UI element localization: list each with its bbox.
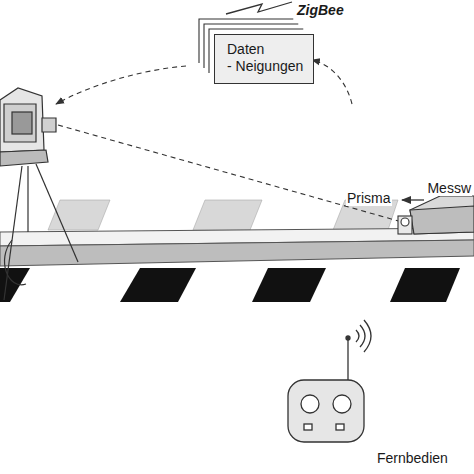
- measuring-cart: [410, 196, 474, 234]
- protocol-label: ZigBee: [296, 2, 345, 18]
- box-text: Daten: [227, 41, 303, 58]
- direction-arrow: [402, 199, 424, 200]
- data-flow-arrow: [312, 60, 352, 104]
- data-box: Daten- Neigungen: [214, 34, 314, 84]
- total-station: [0, 88, 78, 300]
- prism: [398, 216, 412, 234]
- radio-symbol: [226, 2, 292, 14]
- part-label: Prisma: [346, 190, 392, 206]
- part-label: Messw: [426, 180, 472, 196]
- part-label: Fernbedien: [376, 450, 449, 466]
- box-text: - Neigungen: [227, 58, 303, 75]
- data-flow-arrow: [56, 66, 186, 104]
- sight-line: [58, 125, 402, 222]
- remote-control: [288, 320, 371, 442]
